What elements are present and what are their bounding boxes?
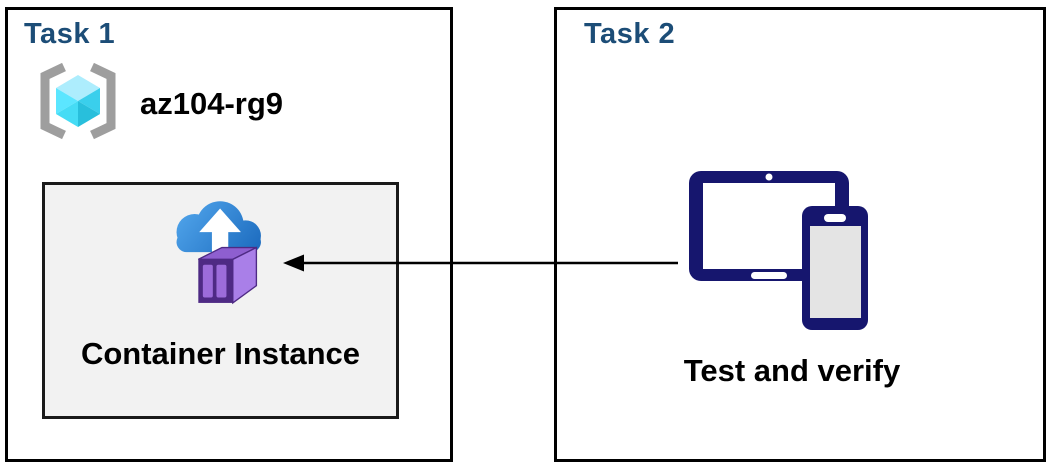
resource-group-name: az104-rg9	[140, 85, 284, 121]
task2-box: Task 2 Test and verify	[554, 7, 1046, 462]
container-instance-box: Container Instance	[42, 182, 399, 419]
task1-title: Task 1	[24, 18, 116, 50]
task2-title: Task 2	[584, 18, 676, 50]
resource-group-icon	[32, 62, 124, 145]
test-and-verify-label: Test and verify	[683, 353, 901, 388]
tablet-phone-icon	[689, 166, 874, 341]
resource-group-row: az104-rg9	[32, 62, 283, 145]
container-instance-label: Container Instance	[80, 336, 361, 371]
container-instance-icon	[162, 193, 280, 318]
task1-box: Task 1 az104-rg9	[5, 7, 453, 462]
